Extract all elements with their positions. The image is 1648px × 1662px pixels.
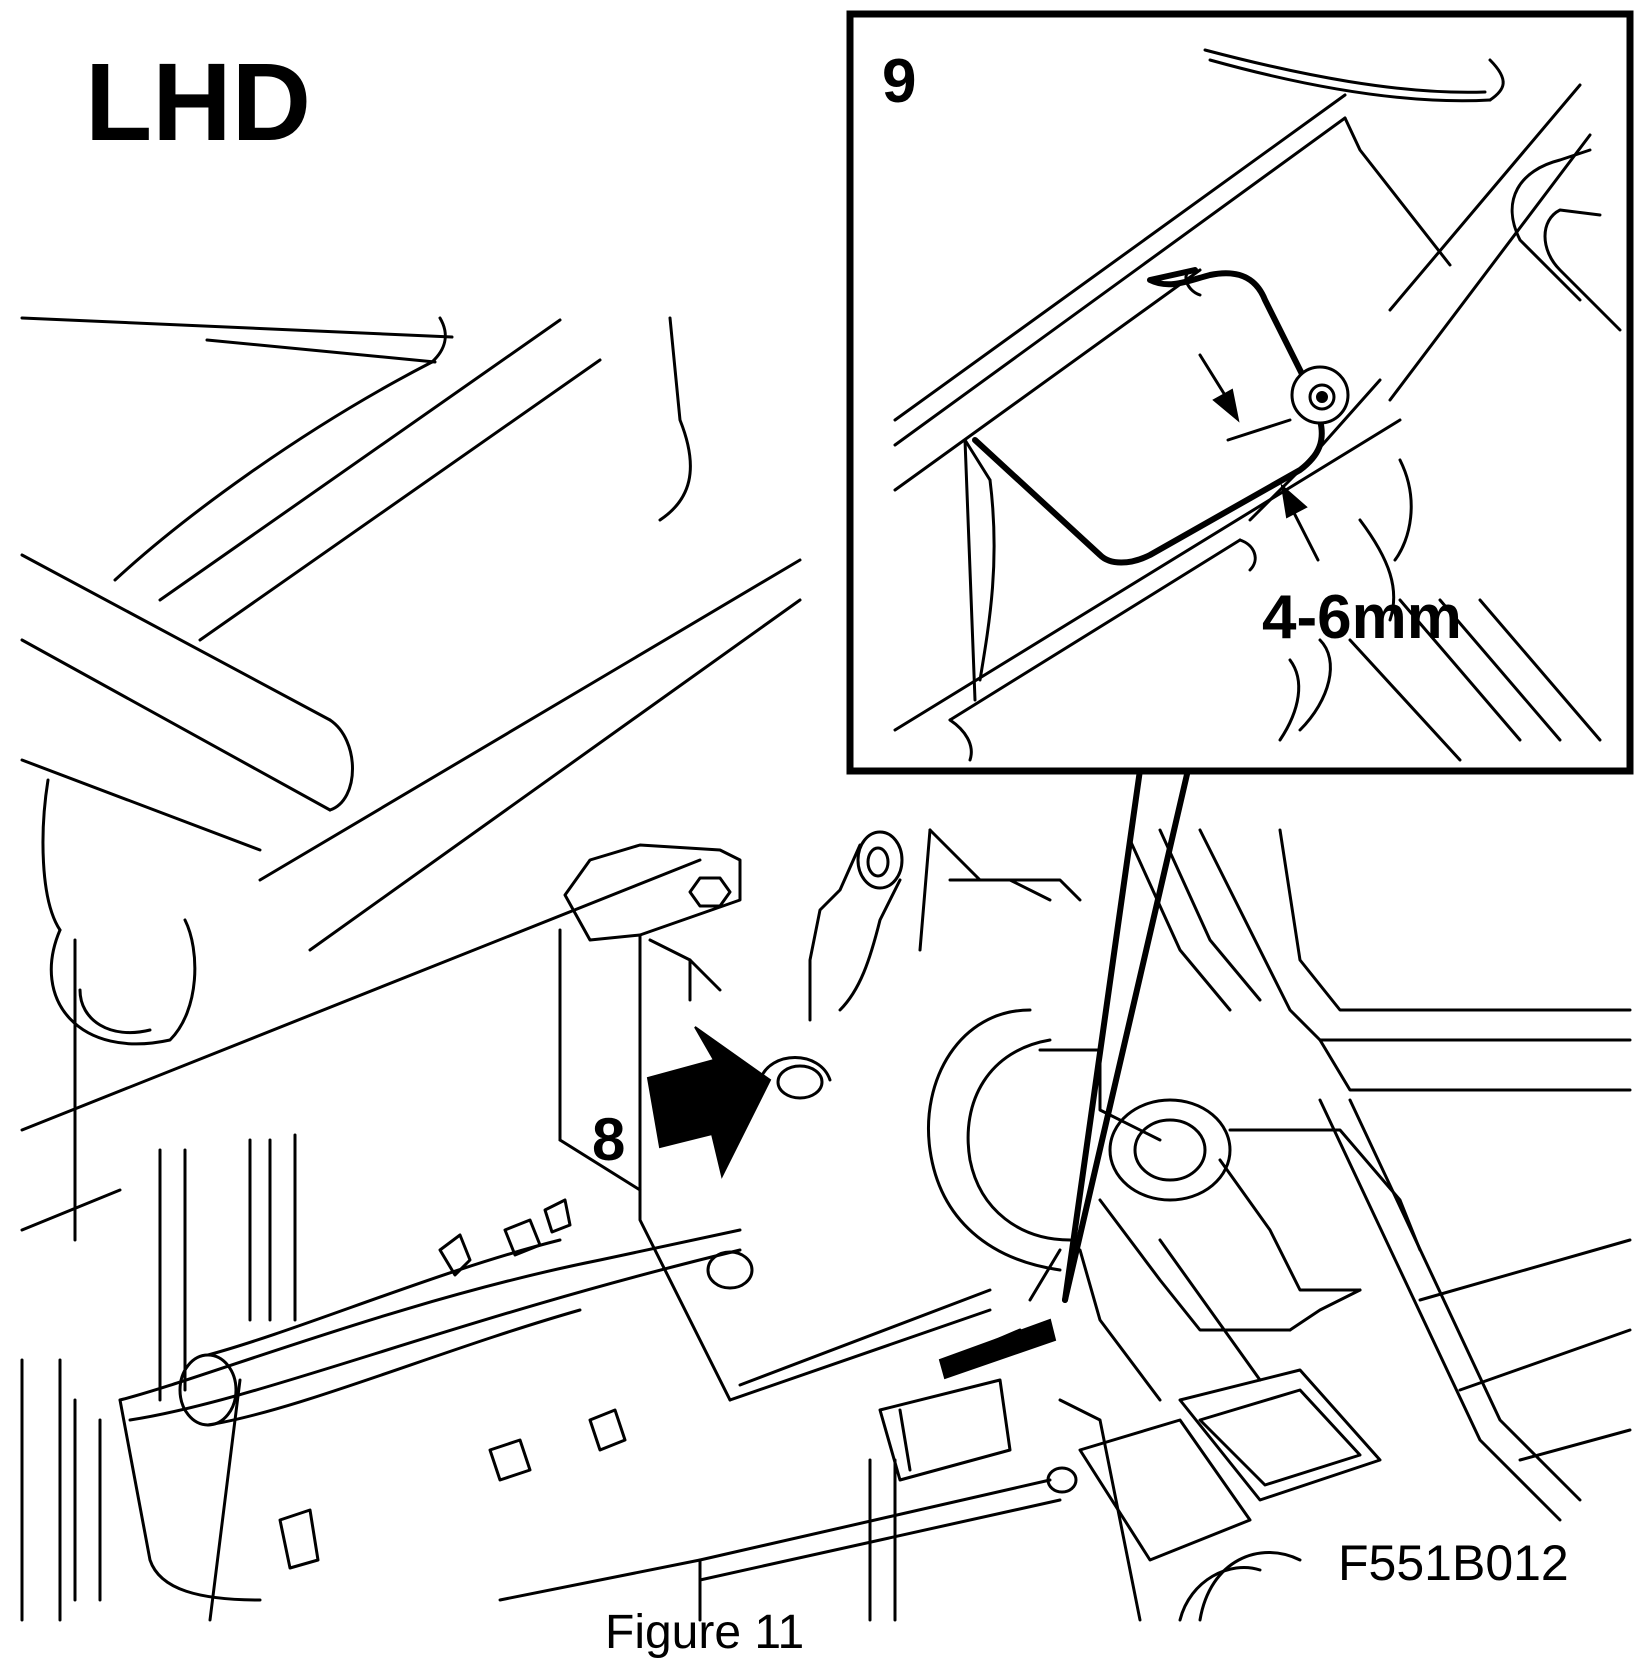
callout-9: 9 [882, 47, 916, 116]
callout-8: 8 [592, 1106, 625, 1173]
detail-callout-box: 9 4-6mm [846, 10, 1634, 775]
dimension-arrow-icon [1198, 353, 1320, 562]
figure-caption: Figure 11 [605, 1606, 804, 1659]
dimension-label: 4-6mm [1262, 583, 1462, 652]
main-view-linework [20, 316, 1632, 1622]
variant-label: LHD [85, 41, 311, 164]
callout-leader [1062, 767, 1191, 1303]
bold-pointer-arrow-icon [646, 1026, 772, 1179]
drawing-code: F551B012 [1338, 1535, 1569, 1591]
